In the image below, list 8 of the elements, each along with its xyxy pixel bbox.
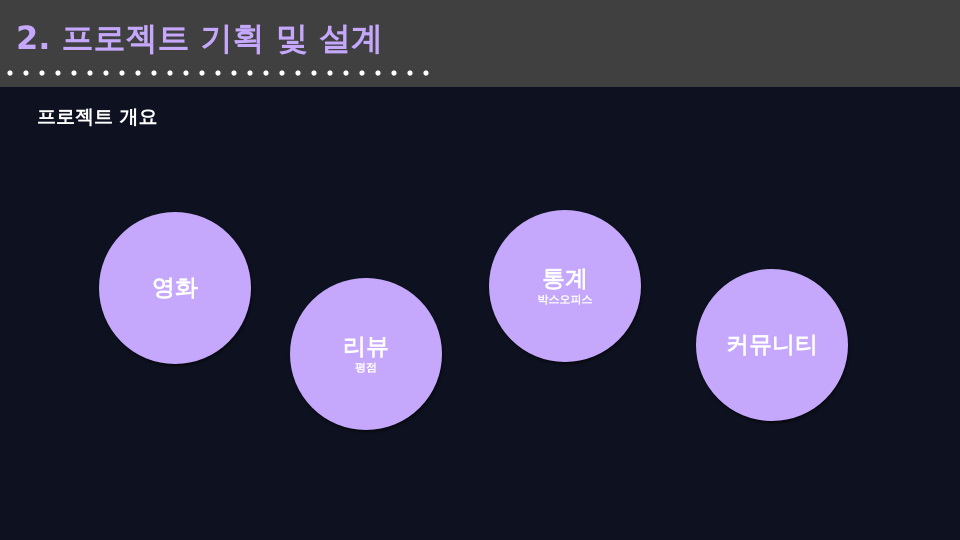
section-heading: 프로젝트 개요 bbox=[37, 105, 158, 130]
topic-title: 커뮤니티 bbox=[726, 331, 818, 359]
topic-subtitle: 평점 bbox=[355, 361, 377, 375]
title: 2. 프로젝트 기획 및 설계 bbox=[16, 18, 383, 59]
topic-title: 통계 bbox=[542, 265, 588, 293]
topic-subtitle: 박스오피스 bbox=[538, 293, 592, 307]
topic-title: 리뷰 bbox=[343, 333, 389, 361]
topic-title: 영화 bbox=[152, 274, 198, 302]
